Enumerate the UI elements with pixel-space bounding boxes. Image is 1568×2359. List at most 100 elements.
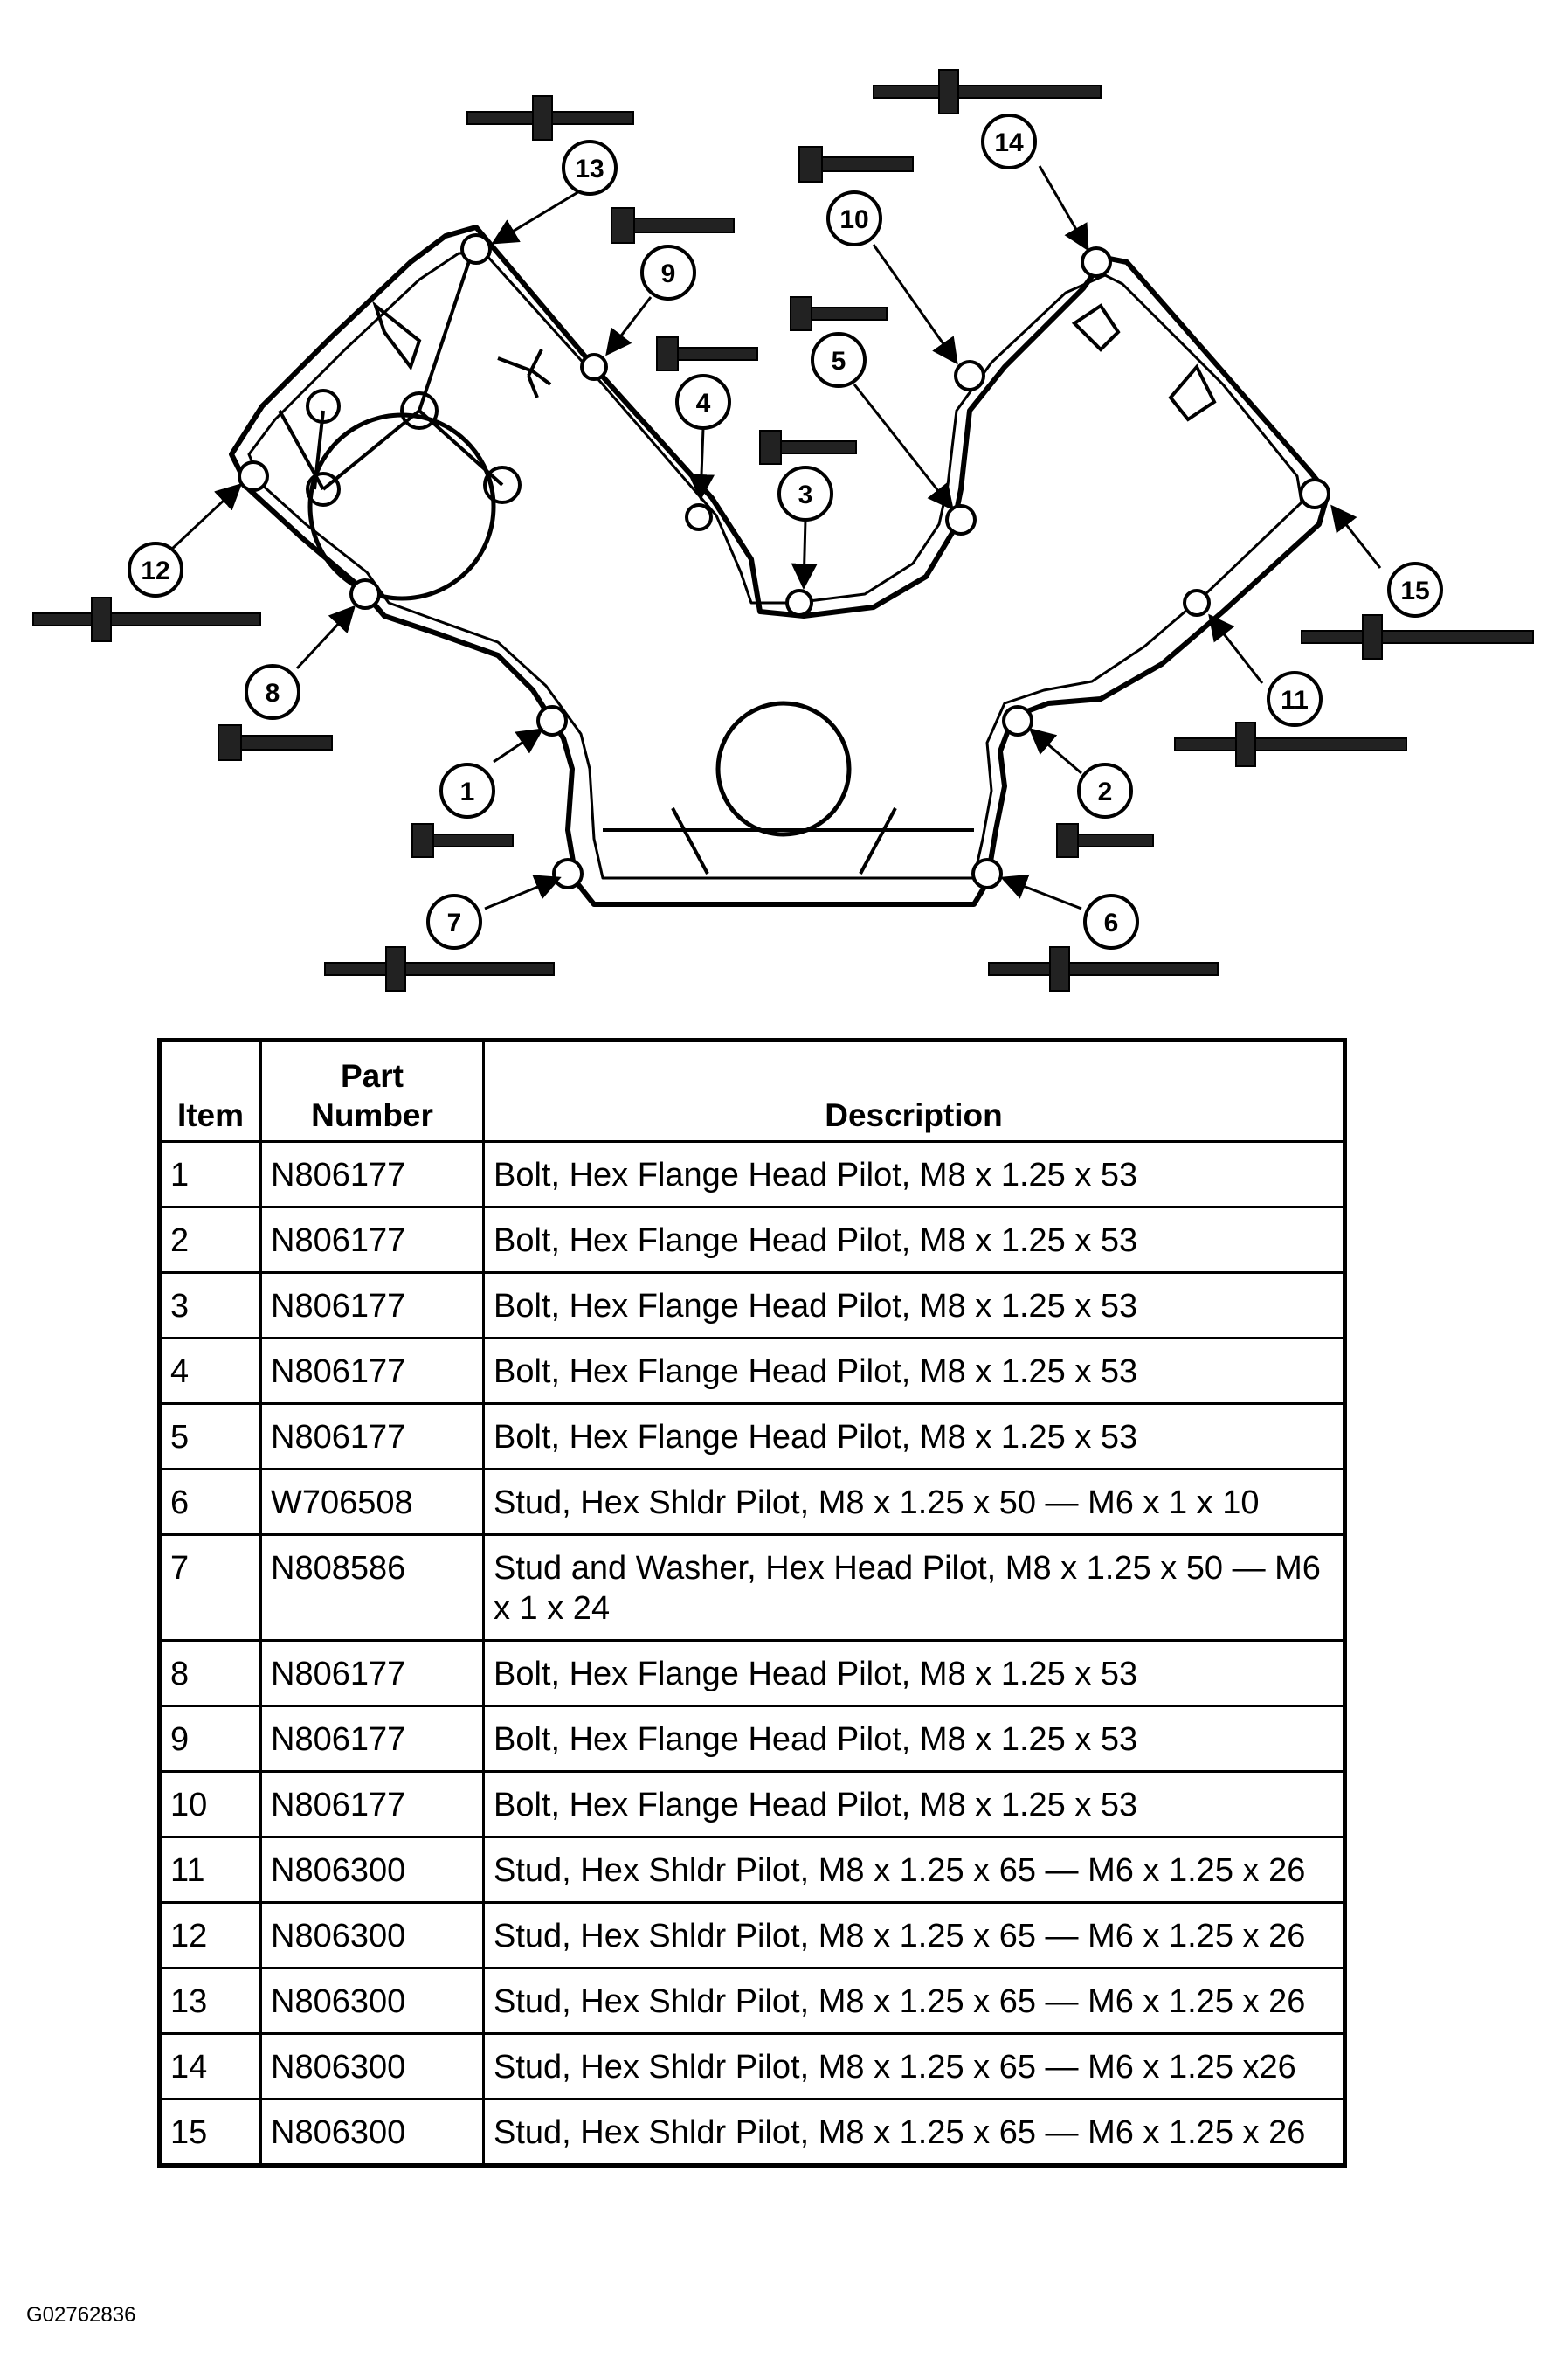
cell-description: Bolt, Hex Flange Head Pilot, M8 x 1.25 x… <box>482 1140 1346 1208</box>
callouts: 1 2 3 4 5 6 7 8 9 10 11 12 13 14 15 <box>128 114 1443 950</box>
svg-text:12: 12 <box>141 557 169 585</box>
header-part-number: Part Number <box>259 1039 485 1143</box>
cell-description: Bolt, Hex Flange Head Pilot, M8 x 1.25 x… <box>482 1639 1346 1707</box>
cell-description: Stud and Washer, Hex Head Pilot, M8 x 1.… <box>482 1533 1346 1642</box>
pump-boss-1 <box>306 389 341 424</box>
cell-part-number: N806177 <box>259 1206 485 1274</box>
bolt-holes <box>238 233 1330 889</box>
header-item: Item <box>158 1039 262 1143</box>
cell-item: 12 <box>158 1901 262 1969</box>
leader-lines <box>169 165 1382 910</box>
cell-description: Bolt, Hex Flange Head Pilot, M8 x 1.25 x… <box>482 1770 1346 1838</box>
callout-12: 12 <box>128 542 183 598</box>
cell-part-number: N806300 <box>259 1967 485 2035</box>
svg-text:11: 11 <box>1281 686 1309 715</box>
cell-part-number: N806177 <box>259 1705 485 1773</box>
front-cover-bolt-diagram: 1 2 3 4 5 6 7 8 9 10 11 12 13 14 15 <box>32 69 1534 992</box>
cell-description: Stud, Hex Shldr Pilot, M8 x 1.25 x 65 — … <box>482 1836 1346 1904</box>
cell-item: 5 <box>158 1402 262 1470</box>
cell-part-number: N806177 <box>259 1639 485 1707</box>
svg-text:2: 2 <box>1098 778 1113 806</box>
cell-part-number: N806177 <box>259 1402 485 1470</box>
header-description: Description <box>482 1039 1346 1143</box>
pump-boss-3 <box>306 472 341 507</box>
cell-description: Bolt, Hex Flange Head Pilot, M8 x 1.25 x… <box>482 1705 1346 1773</box>
cell-item: 15 <box>158 2098 262 2167</box>
cell-description: Stud, Hex Shldr Pilot, M8 x 1.25 x 65 — … <box>482 2032 1346 2100</box>
cell-item: 1 <box>158 1140 262 1208</box>
svg-text:7: 7 <box>447 909 462 937</box>
cell-item: 10 <box>158 1770 262 1838</box>
callout-10: 10 <box>826 190 882 246</box>
cell-description: Bolt, Hex Flange Head Pilot, M8 x 1.25 x… <box>482 1337 1346 1405</box>
svg-text:6: 6 <box>1104 909 1119 937</box>
cell-item: 7 <box>158 1533 262 1642</box>
crank-seal-opening <box>715 701 852 837</box>
cell-item: 14 <box>158 2032 262 2100</box>
cell-item: 3 <box>158 1271 262 1339</box>
header-part-line1: Part <box>341 1058 404 1094</box>
callout-2: 2 <box>1077 763 1133 819</box>
fastener-icons <box>32 69 1534 992</box>
svg-text:4: 4 <box>696 389 711 418</box>
figure-id: G02762836 <box>26 2303 136 2327</box>
cell-description: Bolt, Hex Flange Head Pilot, M8 x 1.25 x… <box>482 1402 1346 1470</box>
callout-4: 4 <box>675 374 731 430</box>
pump-boss-2 <box>400 391 439 430</box>
callout-13: 13 <box>562 140 618 196</box>
callout-7: 7 <box>426 894 482 950</box>
water-pump-webbing <box>278 253 504 491</box>
callout-5: 5 <box>811 332 867 388</box>
svg-text:13: 13 <box>575 155 604 183</box>
oil-pan-rail <box>603 807 974 875</box>
svg-text:3: 3 <box>798 481 813 509</box>
callout-15: 15 <box>1387 562 1443 618</box>
cell-item: 6 <box>158 1468 262 1536</box>
cell-item: 4 <box>158 1337 262 1405</box>
cell-description: Bolt, Hex Flange Head Pilot, M8 x 1.25 x… <box>482 1206 1346 1274</box>
svg-text:10: 10 <box>839 205 868 234</box>
cell-description: Bolt, Hex Flange Head Pilot, M8 x 1.25 x… <box>482 1271 1346 1339</box>
locator-left <box>497 349 552 398</box>
cell-item: 9 <box>158 1705 262 1773</box>
locator-right <box>1071 303 1217 422</box>
cell-item: 2 <box>158 1206 262 1274</box>
cell-part-number: N806300 <box>259 1901 485 1969</box>
callout-1: 1 <box>439 763 495 819</box>
cell-description: Stud, Hex Shldr Pilot, M8 x 1.25 x 50 — … <box>482 1468 1346 1536</box>
cell-description: Stud, Hex Shldr Pilot, M8 x 1.25 x 65 — … <box>482 1901 1346 1969</box>
table-header-row: Item Part Number Description <box>158 1039 1346 1143</box>
cell-item: 8 <box>158 1639 262 1707</box>
callout-8: 8 <box>245 664 300 720</box>
cell-part-number: W706508 <box>259 1468 485 1536</box>
cell-item: 13 <box>158 1967 262 2035</box>
water-pump-opening <box>307 412 496 601</box>
svg-text:5: 5 <box>832 347 846 376</box>
callout-11: 11 <box>1267 671 1323 727</box>
svg-text:14: 14 <box>994 128 1024 157</box>
front-cover-outline <box>229 225 1330 907</box>
pump-boss-4 <box>483 466 522 504</box>
cell-description: Stud, Hex Shldr Pilot, M8 x 1.25 x 65 — … <box>482 1967 1346 2035</box>
cell-part-number: N806177 <box>259 1271 485 1339</box>
cell-part-number: N806300 <box>259 1836 485 1904</box>
callout-3: 3 <box>777 466 833 522</box>
cell-item: 11 <box>158 1836 262 1904</box>
cell-part-number: N806177 <box>259 1140 485 1208</box>
svg-text:1: 1 <box>460 778 475 806</box>
callout-9: 9 <box>640 245 696 301</box>
front-cover-inner-outline <box>247 252 1303 880</box>
cell-description: Stud, Hex Shldr Pilot, M8 x 1.25 x 65 — … <box>482 2098 1346 2167</box>
